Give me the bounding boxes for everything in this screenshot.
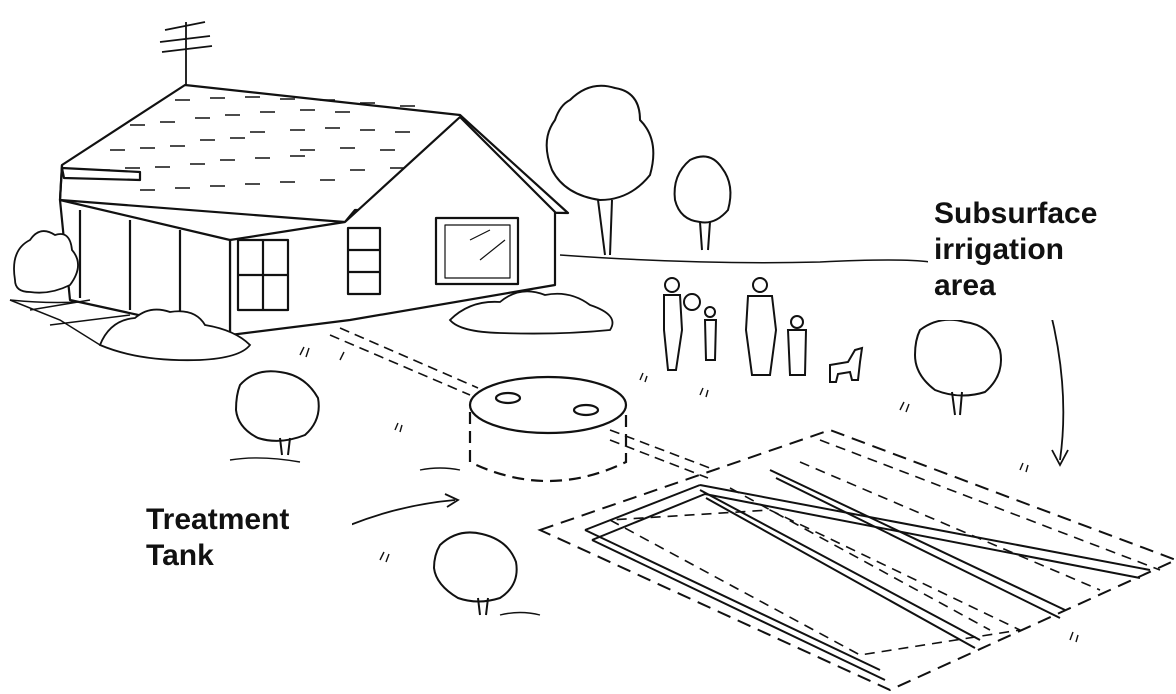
treatment-tank-label-line-2: Tank: [146, 538, 346, 574]
subsurface-label-line-1: Subsurface: [934, 196, 1134, 232]
treatment-tank-label-line-1: Treatment: [146, 502, 346, 538]
subsurface-irrigation-label: Subsurface irrigation area: [928, 192, 1140, 320]
treatment-tank-label: Treatment Tank: [140, 498, 352, 606]
subsurface-label-line-3: area: [934, 268, 1134, 304]
subsurface-label-line-2: irrigation: [934, 232, 1134, 268]
